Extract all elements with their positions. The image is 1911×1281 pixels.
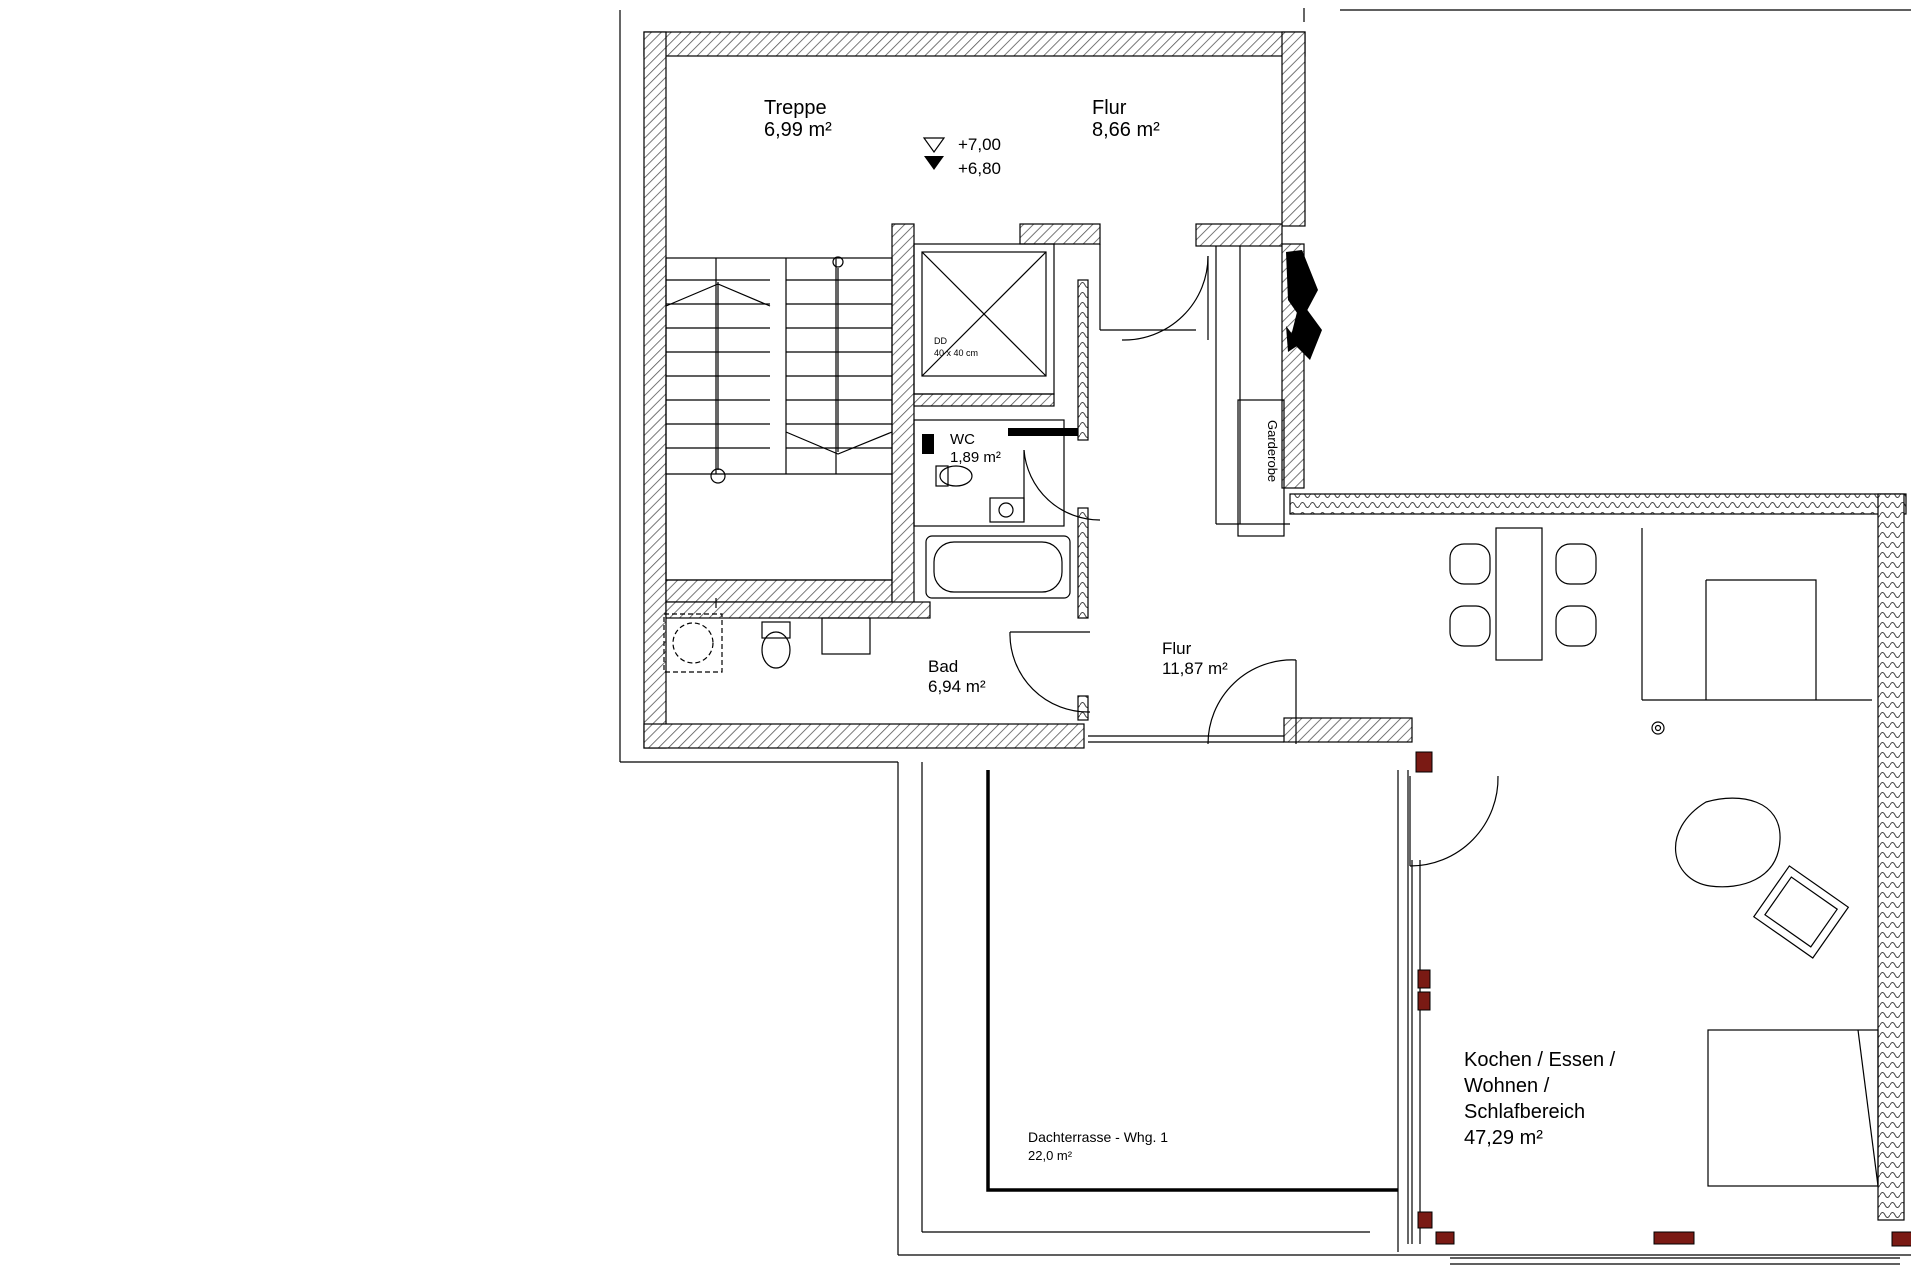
room-living-line2: Wohnen / [1464, 1075, 1550, 1097]
shaft-code: DD [934, 336, 947, 346]
doors [1009, 255, 1499, 867]
terrace-area: 22,0 m² [1028, 1148, 1073, 1163]
room-flur-top-area: 8,66 m² [1092, 119, 1160, 141]
room-wc-name: WC [950, 431, 975, 448]
level-lower-icon [924, 156, 944, 170]
level-lower-text: +6,80 [958, 159, 1001, 178]
level-markers [922, 137, 946, 170]
labels: Treppe 6,99 m² Flur 8,66 m² +7,00 +6,80 … [764, 97, 1616, 1163]
outline-lines [619, 8, 1911, 1256]
room-living-line1: Kochen / Essen / [1464, 1049, 1616, 1071]
room-flur-top-name: Flur [1092, 97, 1127, 119]
room-flur-main-name: Flur [1162, 639, 1192, 658]
room-garderobe-name: Garderobe [1265, 420, 1280, 482]
insulated-walls [1077, 279, 1907, 1221]
room-bad-name: Bad [928, 657, 958, 676]
shaft-size: 40 x 40 cm [934, 348, 978, 358]
dark-accents [922, 250, 1322, 454]
level-upper-text: +7,00 [958, 135, 1001, 154]
stair-treads [665, 258, 893, 475]
room-living-area: 47,29 m² [1464, 1127, 1543, 1149]
room-treppe-area: 6,99 m² [764, 119, 832, 141]
exterior-walls [643, 31, 1413, 749]
room-living-line3: Schlafbereich [1464, 1101, 1585, 1123]
terrace-name: Dachterrasse - Whg. 1 [1028, 1129, 1168, 1145]
level-upper-icon [922, 137, 946, 154]
brick-columns [1415, 751, 1911, 1247]
interior-lines [663, 243, 1900, 1265]
room-wc-area: 1,89 m² [950, 449, 1001, 466]
room-flur-main-area: 11,87 m² [1162, 659, 1228, 678]
room-bad-area: 6,94 m² [928, 677, 986, 696]
room-treppe-name: Treppe [764, 97, 827, 119]
